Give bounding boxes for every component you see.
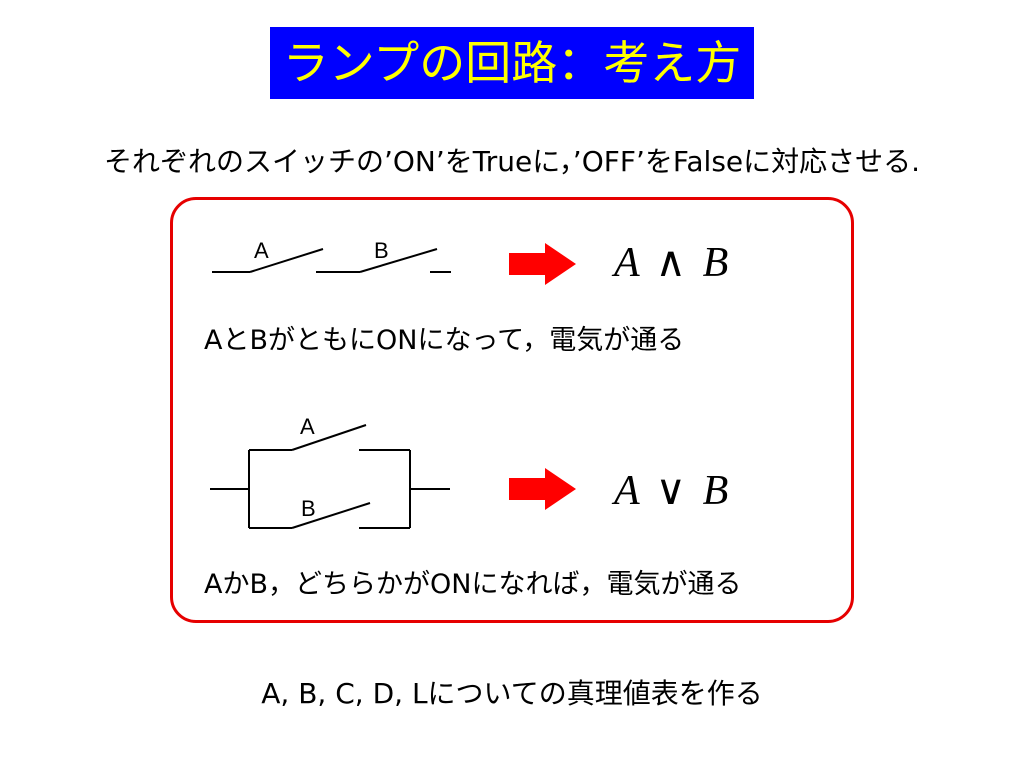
circuit-box xyxy=(170,197,854,623)
parallel-circuit xyxy=(210,424,450,529)
bottom-instruction: A, B, C, D, Lについての真理値表を作る xyxy=(261,677,763,710)
series-switch-a-blade xyxy=(249,248,324,273)
parallel-switch-a-label: A xyxy=(300,414,315,439)
parallel-switch-a-blade xyxy=(291,424,367,451)
series-circuit xyxy=(212,248,451,273)
series-formula-right: B xyxy=(703,240,729,286)
series-switch-b-label: B xyxy=(374,238,389,263)
series-switch-a-label: A xyxy=(254,238,269,263)
series-description: AとBがともにONになって，電気が通る xyxy=(204,325,685,356)
parallel-switch-b-blade xyxy=(291,502,371,529)
series-formula-operator: ∧ xyxy=(655,240,686,286)
intro-text: それぞれのスイッチの’ON’をTrueに，’OFF’をFalseに対応させる. xyxy=(103,145,921,178)
series-formula: A ∧ B xyxy=(611,240,728,286)
series-switch-b-blade xyxy=(359,248,438,273)
parallel-formula-left: A xyxy=(611,468,640,514)
parallel-formula-operator: ∨ xyxy=(655,468,686,514)
parallel-formula-right: B xyxy=(703,468,729,514)
parallel-arrow xyxy=(509,468,576,510)
parallel-description: AかB，どちらかがONになれば，電気が通る xyxy=(204,569,742,600)
series-arrow xyxy=(509,243,576,285)
slide-title: ランプの回路：考え方 xyxy=(270,27,754,99)
parallel-formula: A ∨ B xyxy=(611,468,728,514)
parallel-switch-b-label: B xyxy=(301,496,316,521)
series-formula-left: A xyxy=(611,240,640,286)
